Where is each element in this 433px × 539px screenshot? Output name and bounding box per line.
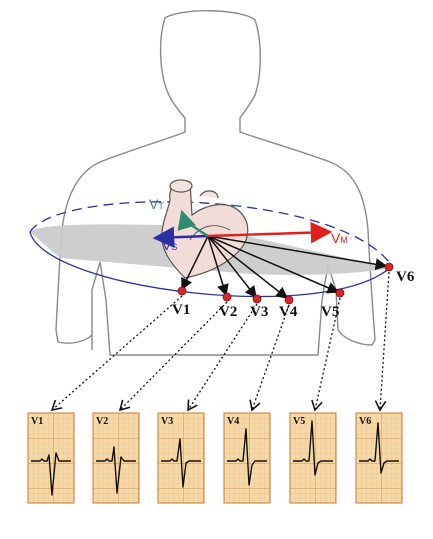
lead-label-v6: V6 bbox=[396, 269, 415, 285]
plane-ellipse-front bbox=[29, 231, 393, 298]
leader-lines bbox=[50, 271, 390, 412]
electrode-v1 bbox=[177, 286, 187, 296]
strip-label-v2: V2 bbox=[96, 416, 108, 427]
vm-vector bbox=[207, 221, 333, 244]
lead-label-v4: V4 bbox=[279, 304, 298, 320]
leader-v3 bbox=[187, 303, 258, 412]
vt-vector bbox=[177, 209, 209, 238]
leader-v1 bbox=[50, 295, 183, 412]
electrode-v5 bbox=[335, 288, 345, 298]
strip-label-v5: V5 bbox=[293, 416, 305, 427]
ecg-strip-v4: V4 bbox=[223, 412, 271, 504]
lead-vectors bbox=[181, 235, 388, 299]
lead-label-v1: V1 bbox=[172, 302, 190, 318]
ecg-strips: V1 V2 V3 V4 V5 V6 bbox=[27, 412, 403, 504]
leader-v2 bbox=[118, 301, 228, 412]
leader-v4 bbox=[249, 304, 290, 412]
ecg-trace-v3 bbox=[161, 438, 201, 488]
electrode-v2 bbox=[222, 292, 232, 302]
vt-label: VT bbox=[149, 196, 164, 212]
ecg-strip-v6: V6 bbox=[355, 412, 403, 504]
ecg-trace-v1 bbox=[31, 452, 71, 496]
vs-vector bbox=[152, 226, 209, 249]
ecg-trace-v5 bbox=[293, 420, 333, 476]
strip-label-v1: V1 bbox=[31, 416, 43, 427]
plane-ellipse-back bbox=[29, 201, 393, 267]
electrode-v4 bbox=[284, 295, 294, 305]
ecg-trace-v4 bbox=[227, 428, 267, 486]
lead-label-v3: V3 bbox=[250, 304, 268, 320]
leader-v5 bbox=[311, 297, 341, 412]
strip-label-v3: V3 bbox=[161, 416, 173, 427]
ecg-strip-v2: V2 bbox=[92, 412, 140, 504]
strip-label-v4: V4 bbox=[227, 416, 239, 427]
lead-label-v5: V5 bbox=[321, 304, 339, 320]
strip-label-v6: V6 bbox=[359, 416, 371, 427]
electrode-v6 bbox=[384, 262, 394, 272]
leader-v6 bbox=[374, 271, 390, 412]
ecg-strip-v3: V3 bbox=[157, 412, 205, 504]
ecg-strip-v5: V5 bbox=[289, 412, 337, 504]
electrode-v3 bbox=[252, 294, 262, 304]
ecg-trace-v2 bbox=[96, 446, 136, 494]
torso-outline bbox=[55, 10, 376, 356]
ecg-strip-v1: V1 bbox=[27, 412, 75, 504]
ecg-trace-v6 bbox=[359, 422, 399, 474]
lead-label-v2: V2 bbox=[219, 304, 237, 320]
electrodes: V1 V2 V3 V4 V5 V6 bbox=[172, 262, 415, 320]
